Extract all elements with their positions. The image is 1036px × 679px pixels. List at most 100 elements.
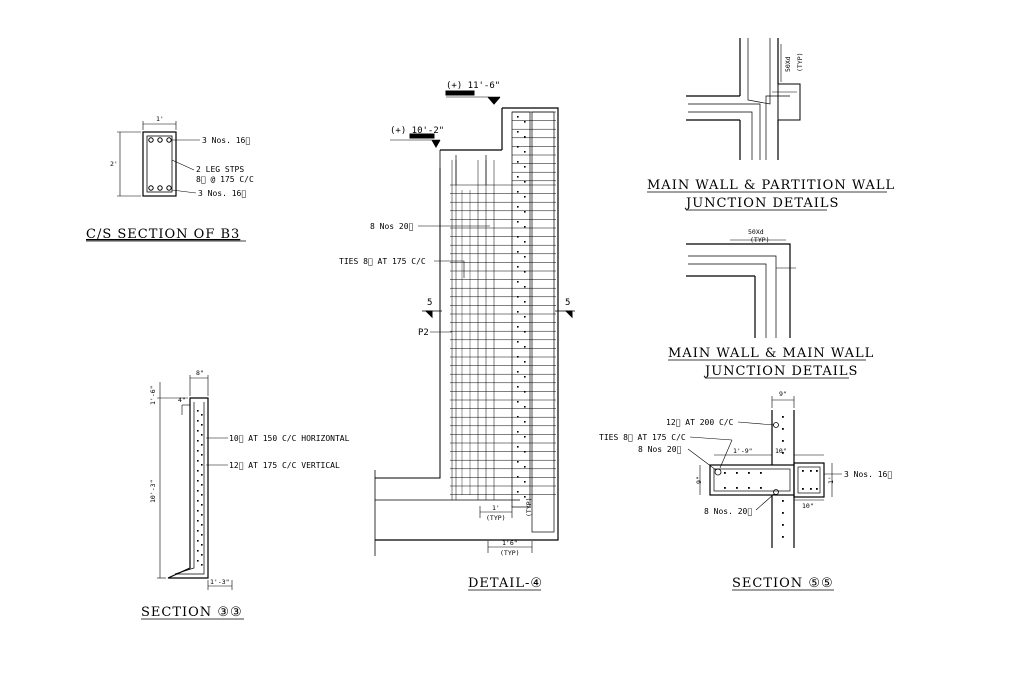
beam-outline [142, 131, 177, 197]
rebar-dot [517, 341, 519, 343]
rebar-dot [782, 428, 784, 430]
rebar-dot [201, 474, 203, 476]
lap-note-2: (TYP) [750, 236, 770, 244]
rebar-dot [524, 151, 526, 153]
rebar-dot [782, 452, 784, 454]
rebar-dot [197, 550, 199, 552]
pier-label: P2 [418, 328, 429, 338]
rebar-dot [201, 464, 203, 466]
rebar-dot [197, 560, 199, 562]
rebar-dot [524, 316, 526, 318]
dim-top-label: 8" [196, 369, 204, 377]
rebar-dot [517, 296, 519, 298]
rebar-dot [517, 386, 519, 388]
dim-side-note: (TYP) [525, 497, 533, 517]
dim-small: 10" [775, 447, 787, 455]
rebar-dot [201, 534, 203, 536]
rebar-dot [517, 251, 519, 253]
rebar-dot [197, 420, 199, 422]
rebar-dot [748, 472, 750, 474]
rebar-dot [524, 286, 526, 288]
rebar-dot [524, 346, 526, 348]
rebar-dot [201, 494, 203, 496]
rebar-dot [197, 500, 199, 502]
rebar-dot [524, 196, 526, 198]
rebar-dot [201, 424, 203, 426]
dim-bottom-2-note: (TYP) [500, 549, 520, 557]
dim-left-top-label: 1'-6" [149, 385, 157, 405]
detail-4: (+) 11'-6" (+) 10'-2" 8 Nos 20॑ TIES 8॑ … [339, 81, 575, 591]
section-33-title: SECTION ③③ [141, 605, 243, 620]
rebar-dot [782, 536, 784, 538]
rebar-dot [782, 524, 784, 526]
rebar-dot [524, 376, 526, 378]
dim-side-label: 2' [110, 160, 118, 168]
rebar-dot [724, 487, 726, 489]
rebar-dot [810, 488, 812, 490]
rebar-dot [524, 406, 526, 408]
rebar-dot [517, 476, 519, 478]
rebar-dot [517, 491, 519, 493]
rebar-dot [524, 361, 526, 363]
rebar-dot [197, 410, 199, 412]
main-wall-junction: 50Xd (TYP) MAIN WALL & MAIN WALL JUNCTIO… [668, 228, 873, 379]
rebar-dot [197, 430, 199, 432]
section-33: 8" 1'-6" 4" 10'-3" 1'-3" 10॑ AT 150 C/C … [141, 369, 350, 620]
rebar-dot [197, 530, 199, 532]
rebar-dot [816, 470, 818, 472]
rebar-dot [517, 236, 519, 238]
dim-bottom-2: 1'6" [502, 539, 518, 547]
rebar-dot [197, 440, 199, 442]
rebar-dot [524, 496, 526, 498]
rebar-dot [197, 470, 199, 472]
partition-junction: 50Xd (TYP) MAIN WALL & PARTITION WALL JU… [647, 38, 894, 211]
rebar-dot [517, 311, 519, 313]
rebar-dot [201, 414, 203, 416]
wall-bars-label: 12॑ AT 200 C/C [666, 418, 734, 427]
rebar-dot [524, 436, 526, 438]
rebar-dot [197, 520, 199, 522]
dim-base-label: 1'-3" [210, 578, 230, 586]
rebar-dot [201, 514, 203, 516]
rebar-dot [517, 416, 519, 418]
rebar-dot [517, 446, 519, 448]
stirrup [146, 135, 173, 193]
rebar-dot [802, 488, 804, 490]
rebar-dot [524, 241, 526, 243]
level-top-label: (+) 11'-6" [446, 81, 500, 91]
rebar-dot [201, 504, 203, 506]
rebar-dot [201, 564, 203, 566]
rebar-dot [197, 540, 199, 542]
rebar-dot [782, 440, 784, 442]
rebar-dot [782, 416, 784, 418]
dim-pier-width: 1'-9" [733, 447, 753, 455]
dim-bottom-1-note: (TYP) [486, 514, 506, 522]
rebar-dot [148, 185, 154, 191]
rebar-dot [524, 466, 526, 468]
rebar-dot [517, 176, 519, 178]
rebar-dot [524, 271, 526, 273]
rebar-dot [197, 490, 199, 492]
rebar-dot [524, 451, 526, 453]
rebar-dot [524, 331, 526, 333]
rebar-dot [517, 116, 519, 118]
rebar-dot [816, 488, 818, 490]
section-marker-left: 5 [427, 298, 432, 308]
rebar-dot [517, 326, 519, 328]
beam-bars-label: 3 Nos. 16॑ [844, 470, 892, 479]
rebar-dot [524, 421, 526, 423]
rebar-dot [524, 226, 526, 228]
rebar-dot [517, 281, 519, 283]
rebar-dot [517, 266, 519, 268]
rebar-dots [197, 410, 203, 566]
cs-section-title: C/S SECTION OF B3 [86, 227, 240, 242]
main-bars-label: 8 Nos 20॑ [370, 222, 414, 231]
main-bars-bottom-label: 8 Nos. 20॑ [704, 507, 752, 516]
rebar-dot [201, 454, 203, 456]
dim-top-label: 1' [156, 115, 164, 123]
cs-section-b3: 1' 2' 3 Nos. 16॑ 2 LEG STPS 8॑ @ 175 C/C… [86, 115, 254, 242]
rebar-dot [524, 391, 526, 393]
rebar-dot [760, 472, 762, 474]
dim-beam-depth: 1' [827, 476, 835, 484]
